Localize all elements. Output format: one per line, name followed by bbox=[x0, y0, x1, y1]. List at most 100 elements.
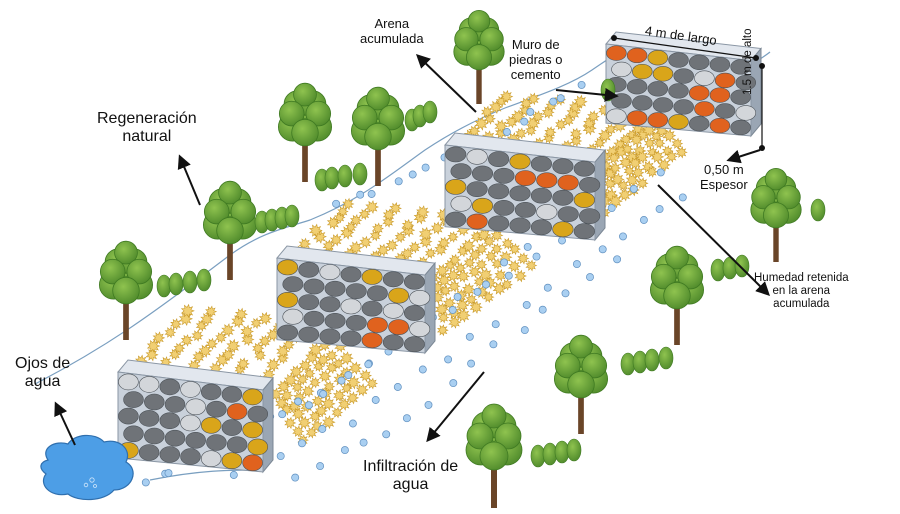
sand-grain-icon bbox=[468, 265, 482, 279]
stone-icon bbox=[652, 97, 674, 113]
stone-icon bbox=[493, 199, 515, 216]
sand-grain-icon bbox=[446, 268, 461, 283]
water-drop-icon bbox=[561, 289, 570, 298]
stone-icon bbox=[573, 223, 595, 240]
sand-grain-icon bbox=[258, 334, 272, 348]
stone-icon bbox=[668, 114, 689, 130]
shrub-icon bbox=[566, 438, 582, 462]
sand-grain-icon bbox=[507, 259, 521, 273]
stone-icon bbox=[277, 324, 299, 341]
water-drop-icon bbox=[337, 376, 346, 385]
sand-grain-icon bbox=[234, 307, 248, 321]
shrub-icon bbox=[658, 346, 674, 370]
sand-grain-icon bbox=[468, 124, 481, 138]
stone-icon bbox=[579, 208, 601, 224]
stone-icon bbox=[450, 163, 472, 180]
sand-grain-icon bbox=[289, 364, 304, 379]
sand-grain-icon bbox=[671, 137, 684, 150]
sand-grain-icon bbox=[456, 308, 471, 323]
stone-icon bbox=[118, 373, 139, 391]
water-drop-icon bbox=[344, 371, 353, 380]
stone-icon bbox=[340, 330, 362, 347]
water-drop-icon bbox=[382, 430, 391, 439]
stone-icon bbox=[361, 268, 383, 285]
water-drop-icon bbox=[393, 383, 402, 391]
stone-icon bbox=[632, 63, 653, 80]
stone-icon bbox=[138, 376, 160, 393]
sand-grain-icon bbox=[359, 235, 373, 249]
sand-grain-icon bbox=[236, 357, 250, 371]
stone-icon bbox=[200, 450, 222, 468]
stone-icon bbox=[123, 391, 144, 408]
water-drop-icon bbox=[482, 280, 490, 289]
stone-wall bbox=[276, 245, 436, 355]
sand-grain-icon bbox=[173, 342, 186, 355]
water-drop-icon bbox=[520, 117, 529, 126]
tree-icon bbox=[750, 167, 802, 262]
stone-icon bbox=[730, 119, 751, 136]
walls-layer bbox=[117, 31, 762, 474]
sand-grain-icon bbox=[221, 323, 236, 338]
sand-grain-icon bbox=[252, 342, 265, 355]
stone-icon bbox=[606, 108, 627, 124]
sand-grain-icon bbox=[475, 242, 488, 256]
stone-icon bbox=[303, 310, 325, 327]
sand-grain-icon bbox=[509, 243, 521, 256]
stone-icon bbox=[388, 319, 410, 335]
sand-grain-icon bbox=[372, 222, 385, 235]
arrow-humedad bbox=[657, 184, 770, 296]
stone-icon bbox=[164, 396, 186, 413]
stone-icon bbox=[403, 273, 425, 290]
sand-grain-icon bbox=[309, 410, 322, 423]
sand-grain-icon bbox=[152, 331, 166, 345]
water-drop-icon bbox=[394, 177, 403, 186]
shrub-icon bbox=[284, 204, 300, 228]
stone-icon bbox=[185, 398, 206, 416]
stone-icon bbox=[319, 328, 341, 345]
stone-icon bbox=[557, 174, 579, 191]
sand-grain-icon bbox=[517, 252, 530, 265]
stone-icon bbox=[626, 110, 648, 126]
stone-icon bbox=[340, 266, 362, 283]
sand-grain-icon bbox=[635, 150, 650, 164]
sand-grain-icon bbox=[338, 397, 351, 411]
water-drop-icon bbox=[408, 170, 417, 179]
stone-icon bbox=[409, 289, 431, 306]
sand-grain-icon bbox=[492, 281, 507, 296]
sand-grain-icon bbox=[605, 123, 617, 136]
sand-grain-icon bbox=[309, 223, 323, 238]
stone-icon bbox=[324, 312, 346, 329]
sand-grain-icon bbox=[241, 332, 255, 347]
water-drop-icon bbox=[522, 300, 531, 309]
stone-icon bbox=[340, 298, 362, 315]
stone-icon bbox=[688, 54, 710, 70]
stone-icon bbox=[673, 68, 694, 84]
sand-grain-icon bbox=[408, 241, 421, 254]
water-drop-icon bbox=[586, 273, 594, 282]
shrub-icon bbox=[168, 272, 184, 296]
sand-grain-icon bbox=[473, 275, 486, 288]
sand-grain-icon bbox=[382, 208, 396, 222]
water-drop-icon bbox=[359, 438, 368, 447]
sand-grain-icon bbox=[456, 298, 470, 312]
water-drop-icon bbox=[448, 306, 457, 314]
sand-grain-icon bbox=[454, 262, 467, 274]
tree-icon bbox=[453, 10, 505, 104]
water-drop-icon bbox=[421, 163, 430, 172]
stone-icon bbox=[573, 192, 595, 208]
sand-grain-icon bbox=[447, 231, 459, 243]
sand-grain-icon bbox=[280, 403, 293, 416]
water-drop-icon bbox=[294, 397, 303, 406]
sand-grain-icon bbox=[349, 214, 363, 227]
tree-icon bbox=[277, 82, 333, 182]
water-drop-icon bbox=[276, 452, 285, 461]
sand-grain-icon bbox=[644, 137, 656, 150]
water-drop-icon bbox=[278, 410, 287, 419]
stone-icon bbox=[735, 74, 757, 91]
sand-grain-icon bbox=[332, 357, 345, 370]
sand-grain-icon bbox=[394, 231, 407, 244]
water-drop-icon bbox=[465, 332, 474, 341]
water-drop-icon bbox=[304, 401, 313, 410]
sand-grain-icon bbox=[437, 236, 451, 250]
